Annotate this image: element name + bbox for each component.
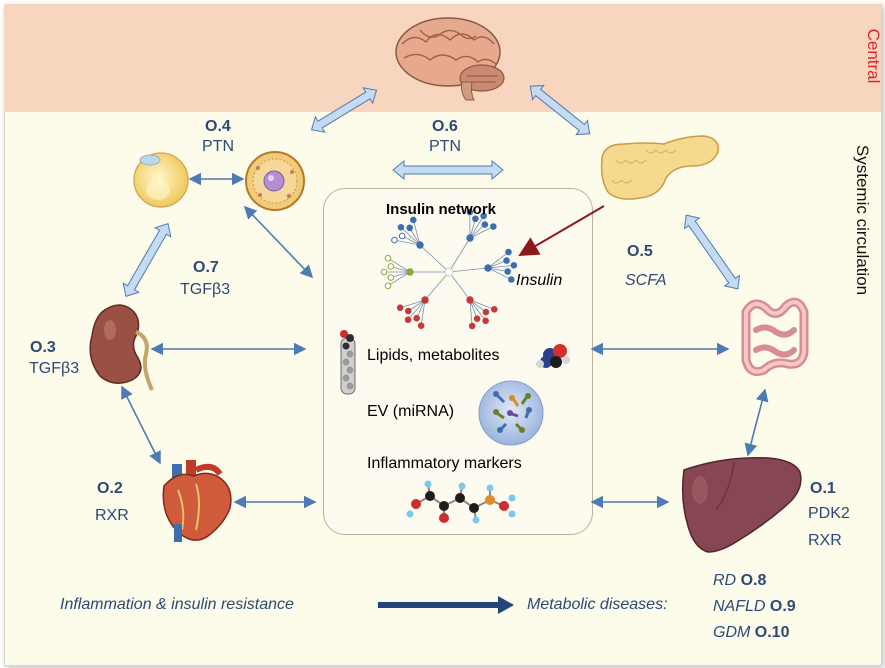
- o1-code: O.1: [810, 480, 836, 497]
- double-arrow-brain-adipose: [310, 87, 378, 133]
- arrow-intestine-liver: [744, 388, 769, 457]
- o3-factor: TGFβ3: [29, 360, 80, 377]
- inflammatory-label: Inflammatory markers: [367, 455, 522, 472]
- insulin-arrow: [518, 205, 605, 257]
- o2-code: O.2: [97, 480, 123, 497]
- double-arrow-shape: [683, 214, 741, 290]
- arrow-kidney-heart: [121, 385, 161, 465]
- ev-label: EV (miRNA): [367, 403, 455, 420]
- o6-code: O.6: [432, 118, 458, 135]
- inflammatory-molecule-icon: [406, 480, 516, 524]
- disease-code: O.10: [754, 624, 790, 641]
- double-arrow-shape: [392, 159, 504, 181]
- disease-name: GDM: [713, 624, 751, 641]
- insulin-label: Insulin: [516, 272, 563, 289]
- disease-nafld: NAFLD O.9: [713, 598, 796, 616]
- fat-tissue-icon: [245, 151, 305, 211]
- disease-gdm: GDM O.10: [713, 624, 789, 642]
- o1-factor-2: RXR: [808, 532, 842, 549]
- brain-icon: [395, 17, 505, 101]
- o5-code: O.5: [627, 243, 653, 260]
- disease-code: O.9: [769, 598, 796, 615]
- double-arrow-shape: [529, 84, 591, 136]
- ev-mirna-icon: [478, 380, 544, 446]
- double-arrow-shape: [310, 87, 378, 133]
- o2-factor: RXR: [95, 507, 129, 524]
- liver-icon: [681, 457, 802, 553]
- o5-factor: SCFA: [625, 272, 667, 289]
- lipid-chain-icon: [340, 330, 356, 395]
- o7-code: O.7: [193, 259, 219, 276]
- arrow-fat-center: [243, 205, 314, 279]
- double-arrow-shape: [122, 222, 172, 298]
- o4-code: O.4: [205, 118, 231, 135]
- bottom-left-label: Inflammation & insulin resistance: [60, 596, 294, 613]
- heart-icon: [162, 460, 232, 542]
- double-arrow-o6: [392, 159, 504, 181]
- kidney-icon: [89, 304, 154, 391]
- lipids-label: Lipids, metabolites: [367, 347, 500, 364]
- disease-rd: RD O.8: [713, 572, 766, 590]
- disease-name: NAFLD: [713, 598, 766, 615]
- disease-name: RD: [713, 572, 737, 589]
- double-arrow-adipose-kidney: [122, 222, 172, 298]
- pancreas-icon: [600, 135, 719, 200]
- adipocyte-icon: [133, 152, 189, 208]
- network-title: Insulin network: [386, 201, 497, 218]
- bottom-right-label: Metabolic diseases:: [527, 596, 668, 613]
- double-arrow-pancreas-intestine: [683, 214, 741, 290]
- metabolite-molecule-icon: [536, 344, 570, 368]
- o6-factor: PTN: [429, 138, 461, 155]
- o4-factor: PTN: [202, 138, 234, 155]
- bottom-big-arrow: [378, 596, 514, 614]
- insulin-network-icon: [380, 208, 518, 330]
- o7-factor: TGFβ3: [180, 281, 231, 298]
- o3-code: O.3: [30, 339, 56, 356]
- double-arrow-brain-pancreas: [529, 84, 591, 136]
- disease-code: O.8: [740, 572, 767, 589]
- intestine-inner: [744, 300, 806, 374]
- thin-arrows: [121, 172, 769, 509]
- o1-factor-1: PDK2: [808, 505, 850, 522]
